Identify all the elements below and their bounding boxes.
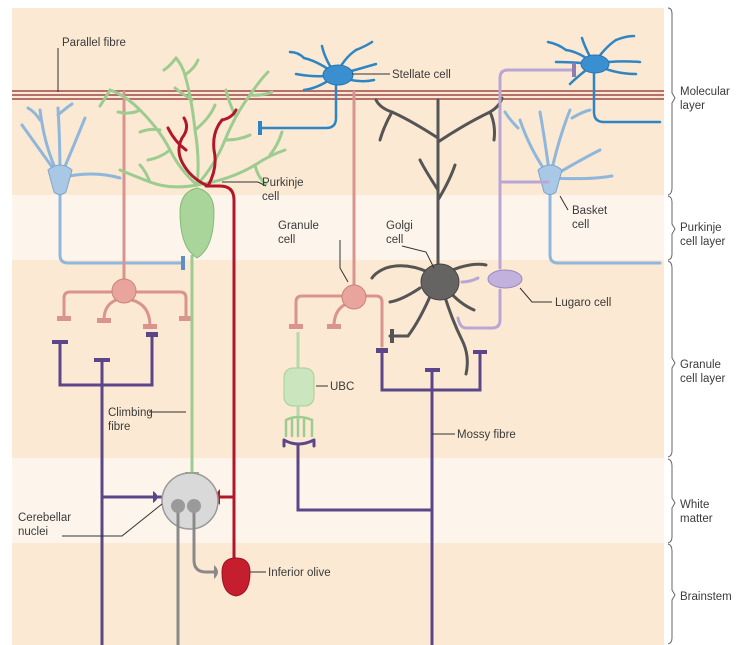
- lugaro-terminal: [572, 63, 576, 77]
- band-purkinje: [12, 195, 664, 260]
- band-brainstem: [12, 543, 664, 645]
- inferior-olive-soma: [222, 558, 250, 596]
- bracket-molecular: [668, 8, 675, 195]
- layer-brackets: [668, 8, 675, 644]
- label-mossy-fibre: Mossy fibre: [457, 429, 516, 441]
- label-inferior-olive: Inferior olive: [268, 567, 331, 579]
- bracket-granule: [668, 261, 675, 457]
- band-white-matter: [12, 458, 664, 543]
- bracket-white-matter: [668, 459, 675, 543]
- lugaro-soma: [488, 270, 522, 288]
- label-stellate-cell: Stellate cell: [392, 69, 451, 81]
- label-lugaro-cell: Lugaro cell: [555, 297, 611, 309]
- basket-terminals: [181, 256, 185, 270]
- bracket-brainstem: [668, 544, 675, 644]
- label-brainstem: Brainstem: [680, 591, 732, 603]
- bracket-purkinje: [668, 196, 675, 260]
- golgi-terminal: [390, 329, 394, 343]
- golgi-soma: [421, 264, 459, 300]
- label-ubc: UBC: [330, 381, 354, 393]
- label-parallel-fibre: Parallel fibre: [62, 37, 126, 49]
